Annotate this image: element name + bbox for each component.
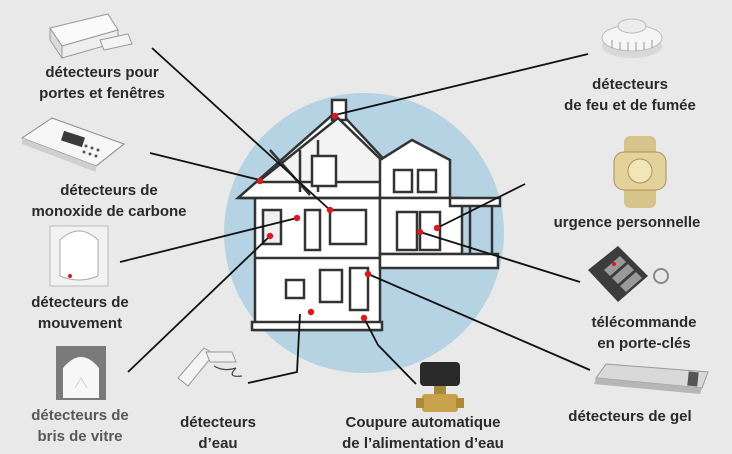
carbon-monoxide-detector-icon	[20, 117, 126, 172]
house-illustration	[234, 98, 502, 332]
leader-motion	[119, 217, 298, 263]
water-sensor-icon	[177, 347, 243, 387]
marker-doors-windows	[326, 206, 334, 214]
emergency-pendant-icon	[613, 136, 667, 208]
leader-water	[247, 313, 301, 384]
label-personal-emergency: urgence personnelle	[553, 214, 701, 231]
door-window-sensor-icon	[49, 13, 133, 60]
keyfob-remote-icon	[588, 246, 669, 302]
marker-shutoff	[360, 314, 368, 322]
sensor-markers	[256, 112, 441, 322]
water-valve-icon	[416, 362, 464, 412]
motion-sensor-icon	[49, 225, 109, 287]
freeze-sensor-icon	[594, 363, 709, 394]
marker-water	[307, 308, 315, 316]
marker-fire	[331, 112, 339, 120]
marker-co	[256, 177, 264, 185]
smoke-detector-icon	[601, 18, 663, 58]
leader-fire	[334, 53, 589, 116]
marker-freeze	[364, 270, 372, 278]
leader-freeze	[367, 273, 591, 371]
leader-shutoff	[363, 317, 417, 385]
leader-lines	[119, 47, 591, 385]
glass-break-detector-icon	[56, 346, 106, 400]
marker-keyfob	[416, 228, 424, 236]
leader-co	[149, 152, 261, 181]
marker-glass	[266, 232, 274, 240]
leader-doors-windows	[151, 47, 331, 211]
leader-personal	[436, 183, 526, 229]
marker-motion	[293, 214, 301, 222]
marker-personal	[433, 224, 441, 232]
leader-keyfob	[419, 231, 581, 283]
leader-glass	[127, 235, 271, 373]
label-freeze: détecteurs de gel	[568, 408, 692, 425]
